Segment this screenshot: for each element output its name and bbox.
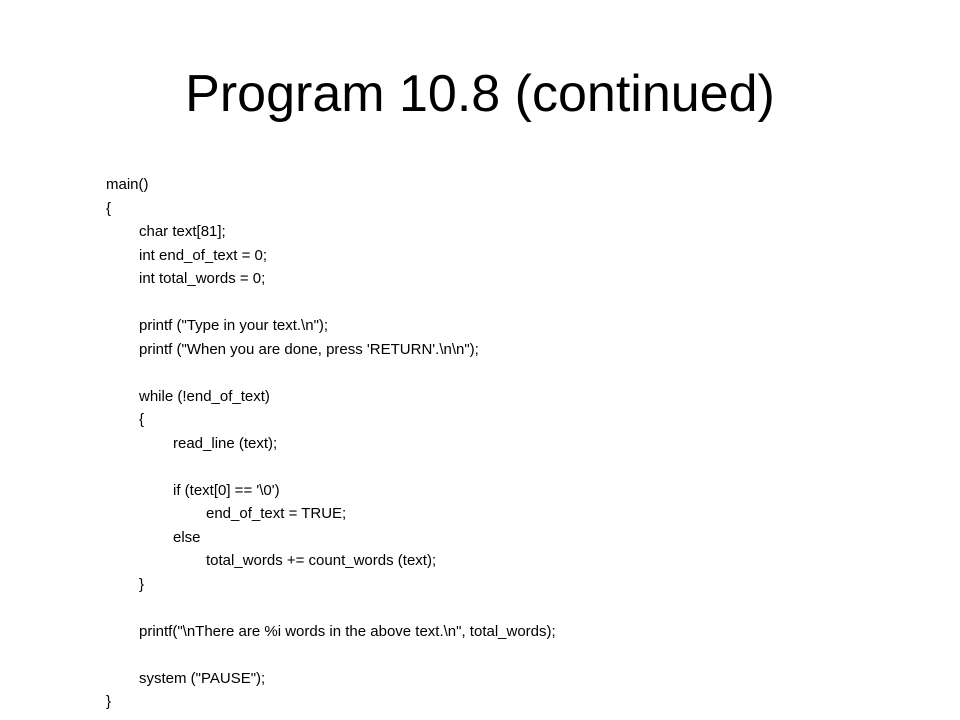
code-line: }: [139, 575, 145, 593]
code-line: [106, 455, 906, 479]
code-line: [106, 361, 906, 385]
code-line: int end_of_text = 0;: [139, 246, 268, 264]
code-line: read_line (text);: [173, 434, 278, 452]
code-line: else: [173, 528, 201, 546]
code-line: while (!end_of_text): [139, 387, 270, 405]
code-block: main() { char text[81]; int end_of_text …: [106, 173, 906, 714]
code-line: char text[81];: [139, 223, 226, 240]
code-line: total_words += count_words (text);: [206, 552, 437, 569]
code-line: end_of_text = TRUE;: [206, 505, 347, 522]
code-line: int total_words = 0;: [139, 270, 266, 287]
code-line: [106, 643, 906, 667]
code-line: }: [106, 693, 112, 710]
code-line: [106, 291, 906, 315]
code-line: [106, 596, 906, 620]
code-line: printf ("When you are done, press 'RETUR…: [139, 340, 479, 358]
code-line: printf ("Type in your text.\n");: [139, 317, 329, 334]
code-line: system ("PAUSE");: [139, 669, 266, 687]
slide-title: Program 10.8 (continued): [185, 65, 775, 123]
code-line: printf("\nThere are %i words in the abov…: [139, 622, 556, 640]
code-line: {: [139, 411, 145, 428]
code-line: if (text[0] == '\0'): [173, 481, 280, 499]
code-line: {: [106, 199, 112, 217]
code-line: main(): [106, 176, 149, 193]
